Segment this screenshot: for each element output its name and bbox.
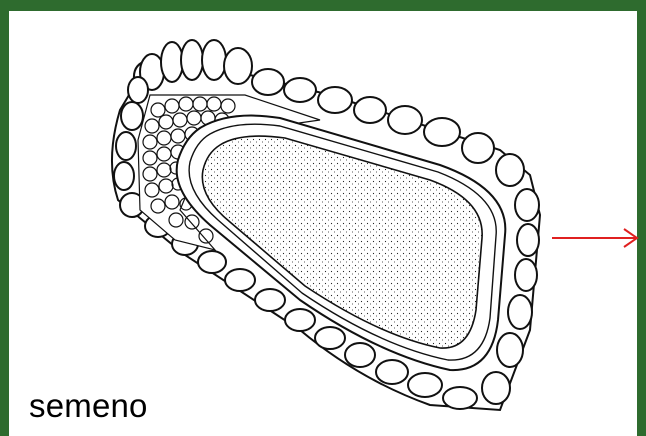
pointer-arrow (552, 229, 637, 247)
caption-label: semeno (29, 387, 148, 425)
